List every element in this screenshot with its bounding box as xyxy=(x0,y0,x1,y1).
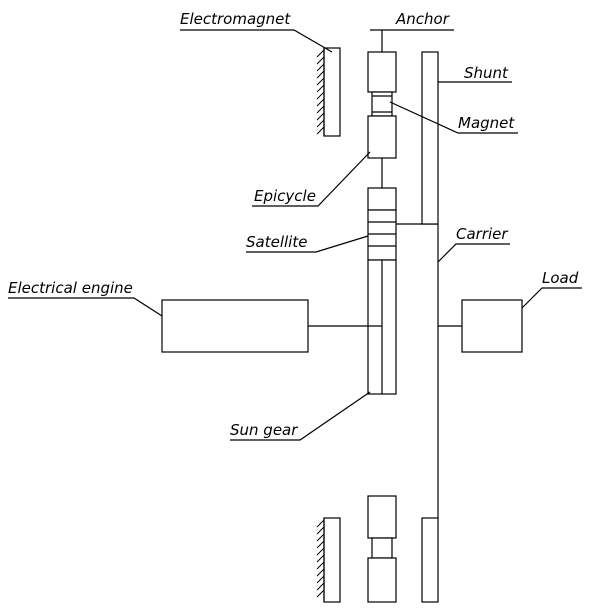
hatch-mark xyxy=(316,105,325,114)
magnet-block-bottom xyxy=(371,537,393,559)
label-anchor: Anchor xyxy=(395,10,450,28)
anchor-block-bottom xyxy=(367,495,397,539)
epicycle-top xyxy=(367,115,397,188)
hatch-mark xyxy=(316,91,325,100)
anchor-bottom xyxy=(367,495,397,603)
shunt-bottom xyxy=(421,517,439,603)
electromagnet-bottom-hatching xyxy=(316,519,325,598)
satellite-block xyxy=(367,209,397,261)
hatch-mark xyxy=(316,526,325,535)
satellite-column xyxy=(367,187,397,395)
epicycle-ring-section xyxy=(367,187,397,211)
electrical-engine xyxy=(161,299,382,353)
hatch-mark xyxy=(316,575,325,584)
hatch-mark xyxy=(316,126,325,135)
label-shunt: Shunt xyxy=(464,64,509,82)
hatch-mark xyxy=(316,540,325,549)
label-sun-gear: Sun gear xyxy=(230,421,298,439)
hatch-mark xyxy=(316,112,325,121)
hatch-mark xyxy=(316,49,325,58)
label-carrier: Carrier xyxy=(456,225,508,243)
electrical-engine-block xyxy=(161,299,309,353)
label-electrical-engine: Electrical engine xyxy=(8,279,133,297)
hatch-mark xyxy=(316,70,325,79)
leader-load xyxy=(521,287,582,309)
anchor-top xyxy=(367,51,397,93)
leader-electromagnet xyxy=(180,29,333,53)
leader-epicycle xyxy=(252,151,371,207)
leader-satellite xyxy=(246,235,369,253)
epicycle-block-bottom xyxy=(367,557,397,603)
hatch-mark xyxy=(316,519,325,528)
leader-lines xyxy=(8,29,582,441)
hatch-mark xyxy=(316,98,325,107)
hatch-mark xyxy=(316,56,325,65)
carrier xyxy=(396,223,439,518)
leader-sun-gear xyxy=(230,391,371,441)
electromagnet-top-hatching xyxy=(316,49,325,135)
hatch-mark xyxy=(316,554,325,563)
magnet-top xyxy=(371,91,393,117)
hatch-mark xyxy=(316,589,325,598)
electromagnet-top-body xyxy=(323,47,341,137)
electromagnet-bottom-body xyxy=(323,517,341,603)
label-epicycle: Epicycle xyxy=(254,187,316,205)
labels: Electromagnet Anchor Shunt Magnet Epicyc… xyxy=(8,10,579,439)
hatch-mark xyxy=(316,84,325,93)
electromagnet-bottom xyxy=(316,517,341,603)
load xyxy=(438,299,523,353)
hatch-mark xyxy=(316,568,325,577)
hatch-mark xyxy=(316,63,325,72)
leader-carrier xyxy=(437,243,510,263)
leader-electrical-engine xyxy=(8,297,163,317)
leader-magnet xyxy=(389,101,518,134)
anchor-block-top xyxy=(367,51,397,93)
hatch-mark xyxy=(316,533,325,542)
shunt xyxy=(421,51,439,603)
label-electromagnet: Electromagnet xyxy=(180,10,291,28)
label-load: Load xyxy=(542,269,579,287)
hatch-mark xyxy=(316,119,325,128)
label-satellite: Satellite xyxy=(246,233,307,251)
hatch-mark xyxy=(316,77,325,86)
epicycle-block-top xyxy=(367,115,397,159)
label-magnet: Magnet xyxy=(458,114,515,132)
electromagnet-top xyxy=(316,47,341,137)
hatch-mark xyxy=(316,582,325,591)
hatch-mark xyxy=(316,561,325,570)
shunt-top xyxy=(421,51,439,225)
hatch-mark xyxy=(316,547,325,556)
load-block xyxy=(461,299,523,353)
